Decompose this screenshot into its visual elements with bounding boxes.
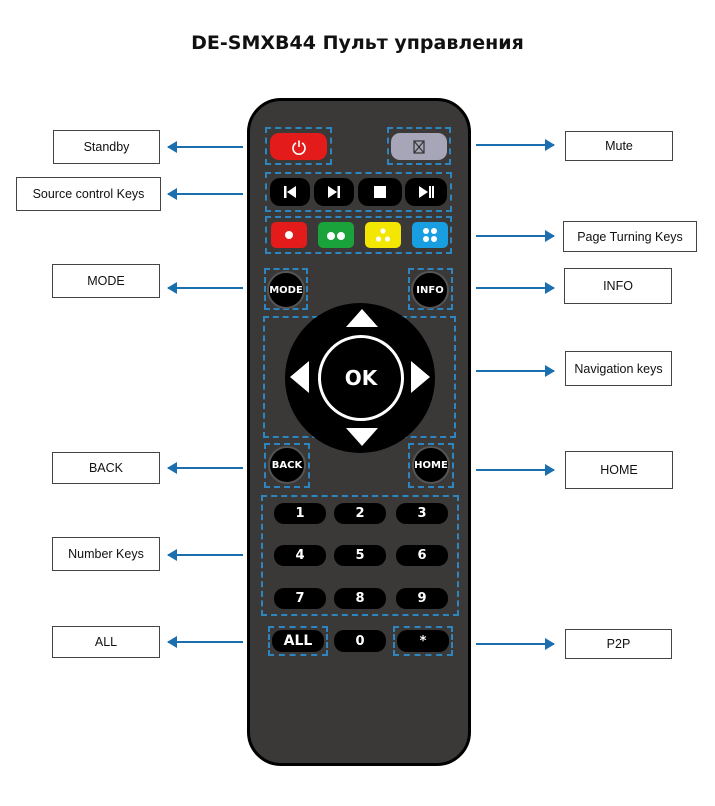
back-button[interactable]: BACK — [268, 446, 306, 484]
label-navigation: Navigation keys — [565, 351, 672, 386]
arrow-mode — [167, 282, 243, 294]
stop-icon — [374, 186, 386, 198]
arrow-number-keys — [167, 549, 243, 561]
label-info: INFO — [564, 268, 672, 304]
group-standby — [265, 127, 332, 165]
yellow-key[interactable] — [365, 222, 401, 248]
group-mute — [387, 127, 451, 165]
play-pause-button[interactable] — [405, 178, 447, 206]
mute-button[interactable] — [391, 133, 447, 160]
power-icon — [291, 140, 306, 155]
p2p-button[interactable]: * — [397, 630, 449, 652]
blue-key[interactable] — [412, 222, 448, 248]
label-standby: Standby — [53, 130, 160, 164]
red-key[interactable] — [271, 222, 307, 248]
group-page-turning — [265, 216, 452, 254]
right-arrow-button[interactable] — [411, 361, 430, 393]
digit-key-2[interactable]: 2 — [334, 503, 386, 524]
mute-icon — [413, 139, 425, 154]
arrow-home — [476, 464, 555, 476]
stop-button[interactable] — [358, 178, 402, 206]
label-p2p: P2P — [565, 629, 672, 659]
arrow-page-turning — [476, 230, 555, 242]
label-mute: Mute — [565, 131, 673, 161]
group-back — [264, 443, 310, 488]
arrow-p2p — [476, 638, 555, 650]
mode-button[interactable]: MODE — [267, 271, 305, 309]
info-button[interactable]: INFO — [411, 271, 449, 309]
all-button[interactable]: ALL — [272, 630, 324, 652]
standby-button[interactable] — [270, 133, 327, 160]
previous-button[interactable] — [270, 178, 310, 206]
label-back: BACK — [52, 452, 160, 484]
digit-key-6[interactable]: 6 — [396, 545, 448, 566]
group-source — [265, 172, 452, 212]
page-title: DE-SMXB44 Пульт управления — [191, 32, 524, 54]
label-page-turning: Page Turning Keys — [563, 221, 697, 252]
digit-key-3[interactable]: 3 — [396, 503, 448, 524]
four-dots-icon — [423, 228, 437, 242]
arrow-standby — [167, 141, 243, 153]
group-number-keys — [261, 495, 459, 616]
home-button[interactable]: HOME — [412, 446, 450, 484]
group-all — [268, 626, 328, 656]
one-dot-icon — [285, 231, 293, 239]
two-dots-icon — [326, 226, 346, 245]
digit-key-0[interactable]: 0 — [334, 630, 386, 652]
ok-button[interactable]: OK — [318, 335, 404, 421]
arrow-source — [167, 188, 243, 200]
arrow-info — [476, 282, 555, 294]
label-mode: MODE — [52, 264, 160, 298]
digit-key-4[interactable]: 4 — [274, 545, 326, 566]
label-source-control: Source control Keys — [16, 177, 161, 211]
digit-key-5[interactable]: 5 — [334, 545, 386, 566]
label-home: HOME — [565, 451, 673, 489]
green-key[interactable] — [318, 222, 354, 248]
digit-key-7[interactable]: 7 — [274, 588, 326, 609]
play-pause-icon — [419, 186, 434, 198]
arrow-mute — [476, 139, 555, 151]
next-icon — [328, 186, 340, 198]
left-arrow-button[interactable] — [290, 361, 309, 393]
label-all: ALL — [52, 626, 160, 658]
label-number-keys: Number Keys — [52, 537, 160, 571]
group-home — [408, 443, 454, 488]
group-mode — [264, 268, 308, 310]
previous-icon — [284, 186, 296, 198]
digit-key-9[interactable]: 9 — [396, 588, 448, 609]
three-dots-icon — [375, 228, 391, 242]
arrow-all — [167, 636, 243, 648]
group-p2p — [393, 626, 453, 656]
digit-key-1[interactable]: 1 — [274, 503, 326, 524]
arrow-navigation — [476, 365, 555, 377]
next-button[interactable] — [314, 178, 354, 206]
up-arrow-button[interactable] — [346, 309, 378, 327]
digit-key-8[interactable]: 8 — [334, 588, 386, 609]
down-arrow-button[interactable] — [346, 428, 378, 446]
group-info — [408, 268, 453, 310]
arrow-back — [167, 462, 243, 474]
